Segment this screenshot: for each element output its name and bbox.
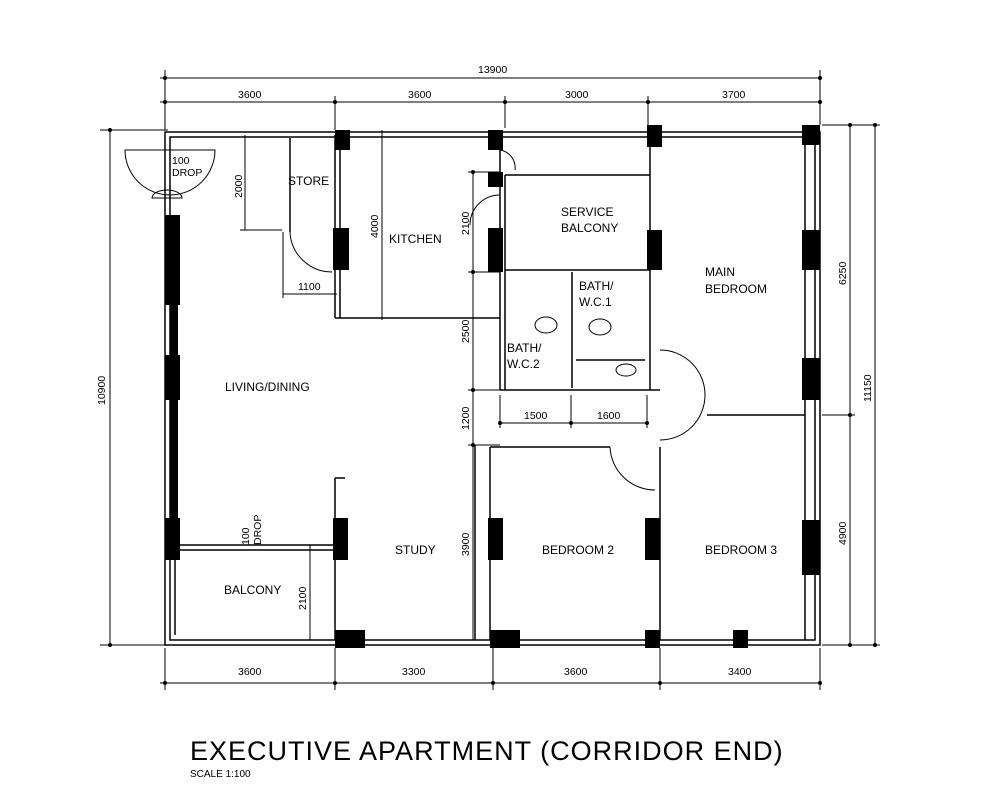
- dim-total-top: 13900: [478, 64, 507, 76]
- dim-inner: 3900: [460, 532, 472, 556]
- bath-wc1-label: BATH/: [579, 279, 614, 293]
- dim-inner: 2100: [460, 211, 472, 235]
- dim-kitchen-depth: 4000: [369, 214, 381, 238]
- dim-right-total: 11150: [862, 374, 874, 402]
- dim-right: 4900: [837, 521, 849, 545]
- dim-left-total: 10900: [96, 376, 108, 405]
- dim-bath: 1500: [524, 410, 548, 422]
- balcony-label: BALCONY: [224, 583, 281, 597]
- dim-inner: 2500: [460, 319, 472, 343]
- balcony-drop-label-2: DROP: [252, 515, 264, 545]
- drop-label: 100: [172, 155, 190, 167]
- dim-bottom: 3300: [402, 666, 426, 678]
- kitchen-label: KITCHEN: [389, 232, 442, 246]
- columns: [165, 125, 820, 648]
- bath-wc2-label: BATH/: [507, 341, 542, 355]
- drop-label-2: DROP: [172, 167, 202, 179]
- main-bedroom-label: MAIN: [705, 265, 735, 279]
- service-balcony-label-2: BALCONY: [561, 221, 618, 235]
- dim-balcony-depth: 2100: [297, 586, 309, 610]
- store-label: STORE: [288, 174, 329, 188]
- dim-top: 3700: [722, 89, 746, 101]
- bedroom-3-label: BEDROOM 3: [705, 543, 777, 557]
- dim-bottom: 3600: [238, 666, 262, 678]
- door-swings: [124, 149, 706, 491]
- dim-bottom: 3400: [728, 666, 752, 678]
- main-bedroom-label-2: BEDROOM: [705, 282, 767, 296]
- dim-inner: 1200: [460, 406, 472, 430]
- dim-right: 6250: [837, 261, 849, 285]
- study-label: STUDY: [395, 543, 436, 557]
- dim-top: 3600: [408, 89, 432, 101]
- dim-top: 3600: [238, 89, 262, 101]
- balcony-drop-label: 100: [240, 527, 252, 545]
- living-dining-label: LIVING/DINING: [225, 380, 310, 394]
- bedroom-2-label: BEDROOM 2: [542, 543, 614, 557]
- service-balcony-label: SERVICE: [561, 205, 613, 219]
- plan-title: EXECUTIVE APARTMENT (CORRIDOR END): [190, 736, 784, 766]
- dim-bottom: 3600: [564, 666, 588, 678]
- room-labels: STORE KITCHEN SERVICE BALCONY MAIN BEDRO…: [172, 155, 777, 597]
- bath-wc2-label-2: W.C.2: [507, 357, 540, 371]
- plan-scale: SCALE 1:100: [190, 769, 251, 780]
- dim-store-width: 1100: [298, 281, 321, 293]
- dimension-labels: 13900 3600 3600 3000 3700 3600 3300 3600…: [96, 64, 874, 678]
- dim-store-depth: 2000: [233, 174, 245, 198]
- dim-bath: 1600: [597, 410, 621, 422]
- bath-wc1-label-2: W.C.1: [579, 295, 612, 309]
- dimension-ticks: [108, 76, 877, 685]
- dim-top: 3000: [565, 89, 589, 101]
